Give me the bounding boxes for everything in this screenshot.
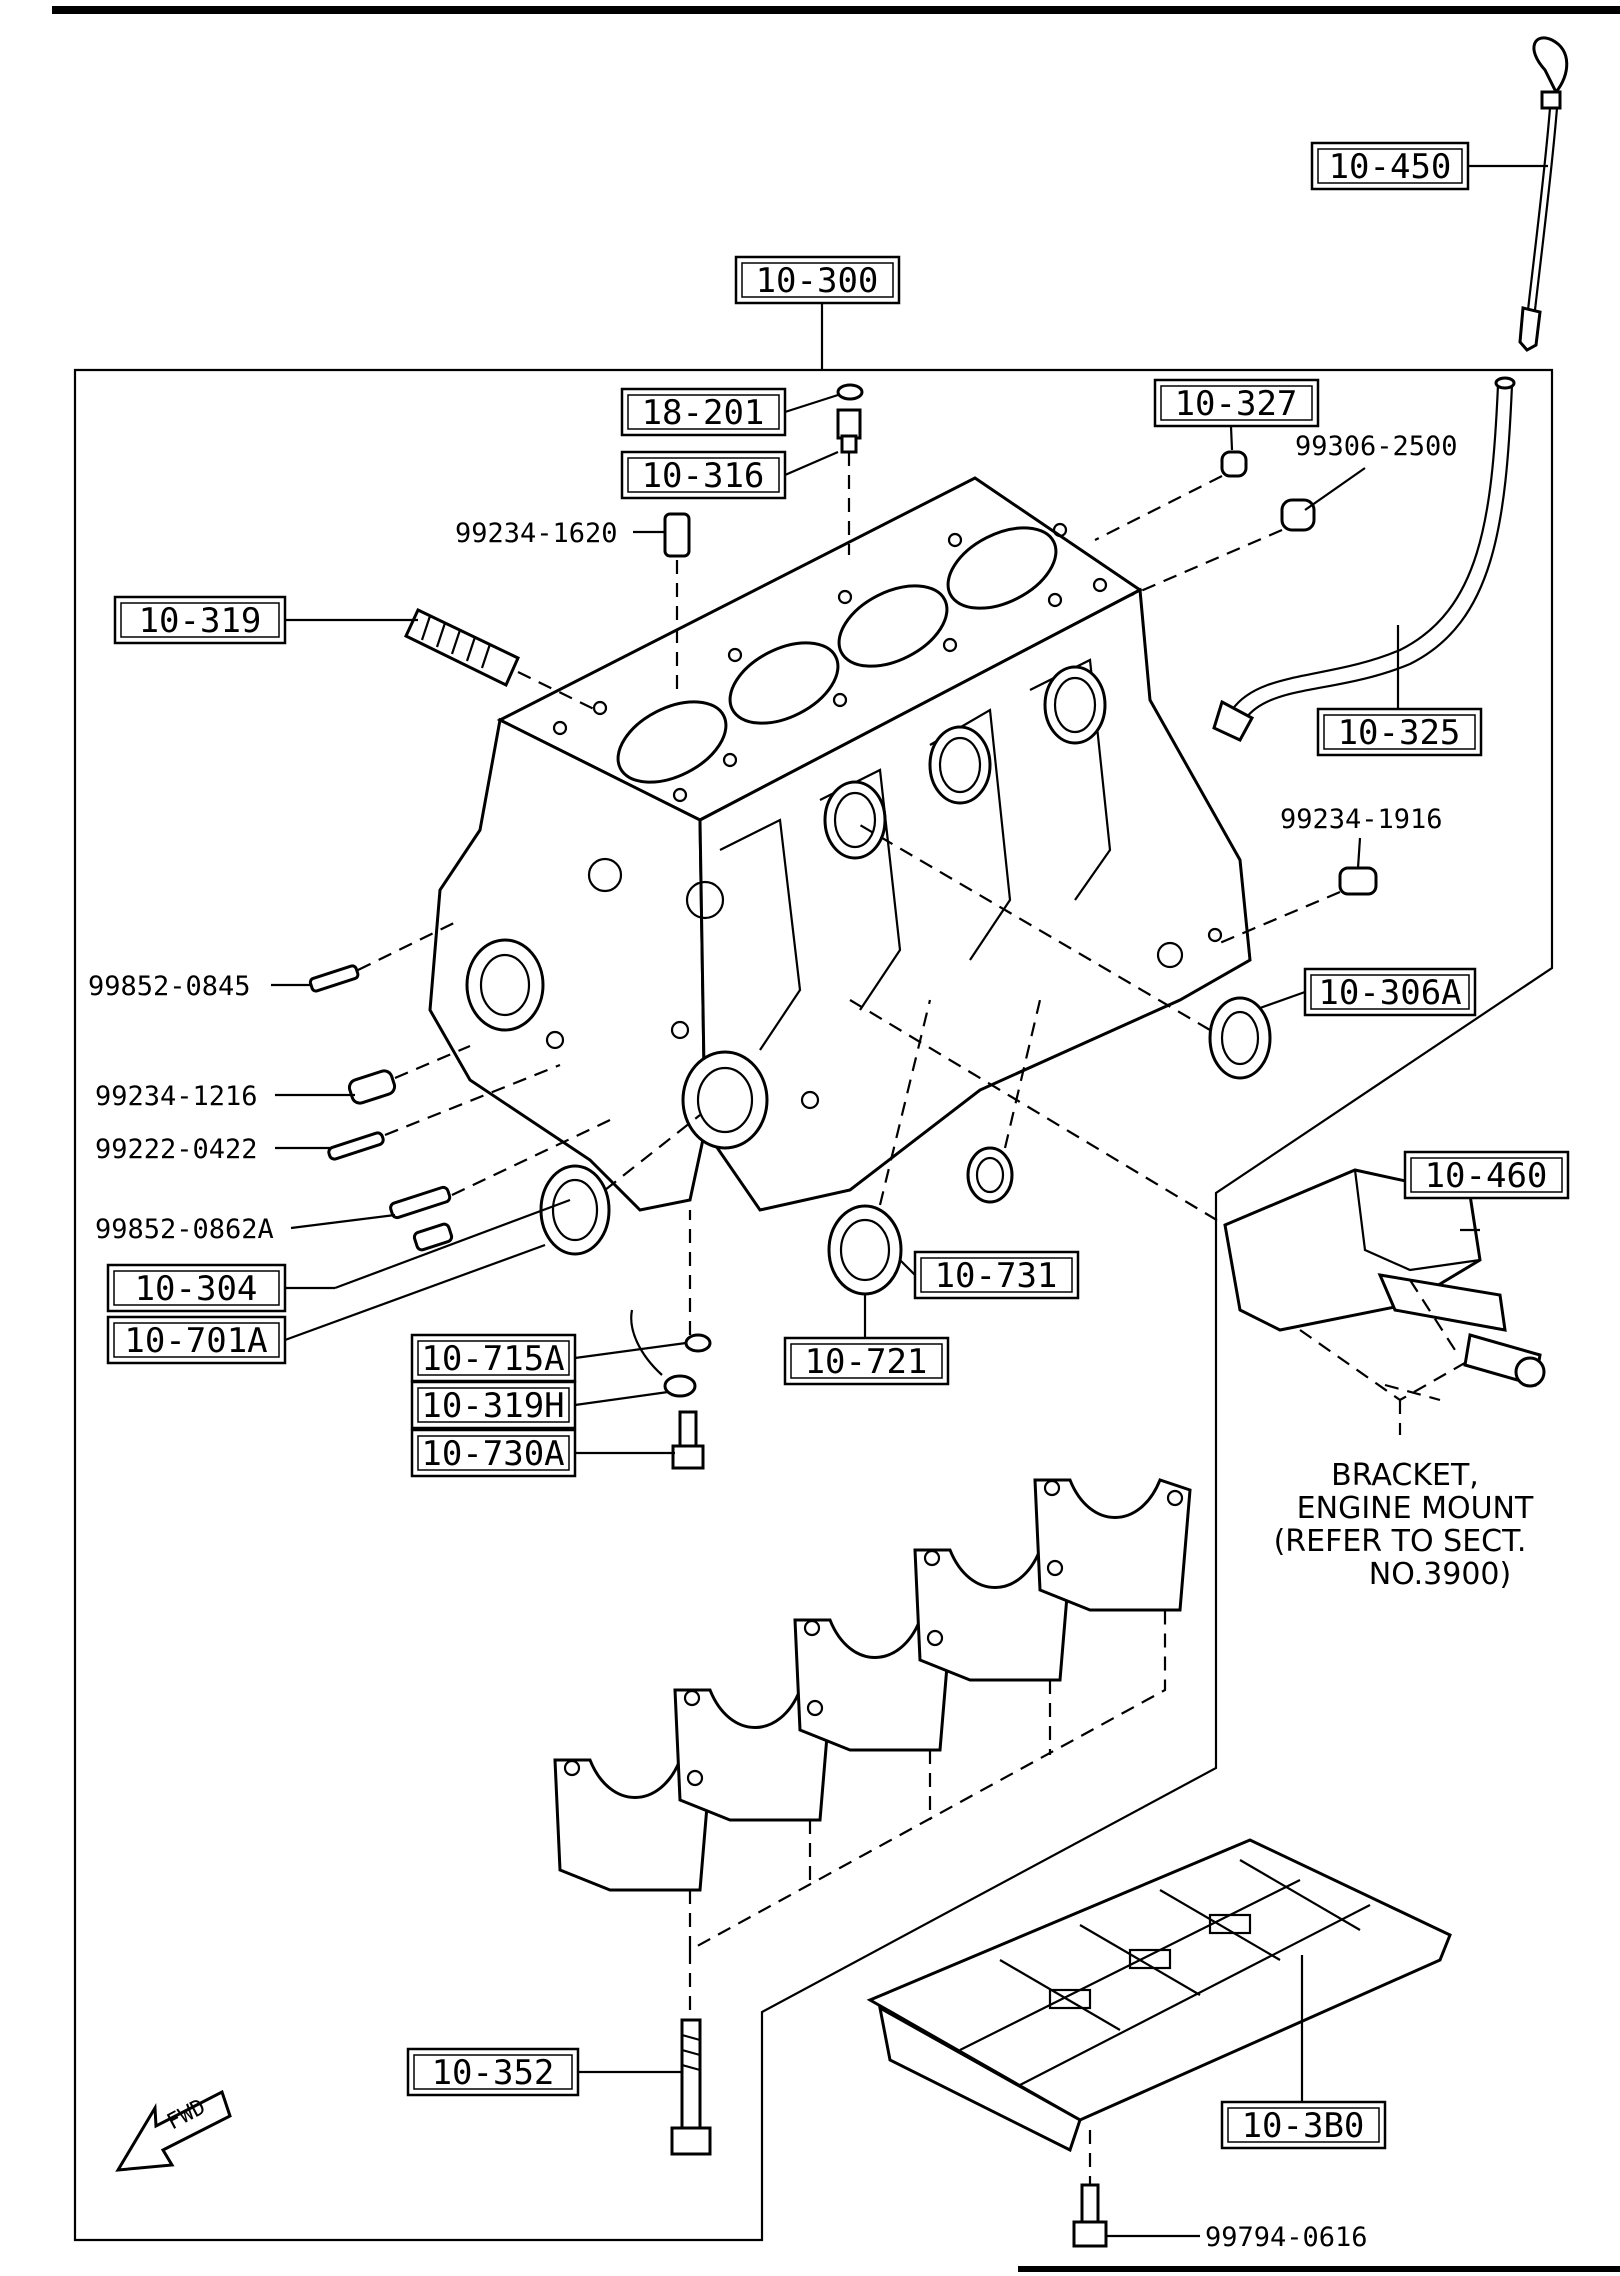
callout-10-352[interactable]: 10-352 (406, 2047, 580, 2097)
callout-10-316[interactable]: 10-316 (620, 450, 787, 500)
callout-label: 10-306A (1318, 973, 1461, 1013)
plug-10-327 (1220, 450, 1248, 478)
part-number-99234-1620: 99234-1620 (455, 518, 618, 549)
part-number-99234-1216: 99234-1216 (95, 1081, 258, 1112)
cylinder-block (428, 476, 1252, 1212)
callout-10-304[interactable]: 10-304 (106, 1263, 287, 1313)
oil-seal-10-306A (1208, 996, 1272, 1080)
callout-10-701A[interactable]: 10-701A (106, 1315, 287, 1365)
stud-10-319 (404, 607, 520, 688)
callout-label: 10-730A (421, 1434, 564, 1474)
callout-10-731[interactable]: 10-731 (913, 1250, 1080, 1300)
plug-99306-2500 (1280, 498, 1316, 532)
part-number-99222-0422: 99222-0422 (95, 1134, 258, 1165)
main-bearing-caps (553, 1478, 1192, 1892)
callout-10-715A[interactable]: 10-715A (410, 1333, 577, 1383)
callout-label: 10-352 (432, 2053, 555, 2093)
callout-label: 10-327 (1175, 384, 1298, 424)
callout-10-460[interactable]: 10-460 (1403, 1150, 1570, 1200)
assembly-outline (73, 368, 1554, 2242)
callout-10-325[interactable]: 10-325 (1316, 707, 1483, 757)
callout-10-450[interactable]: 10-450 (1310, 141, 1470, 191)
part-number-99852-0862A: 99852-0862A (95, 1214, 274, 1245)
callout-label: 10-300 (756, 261, 879, 301)
callout-10-3B0[interactable]: 10-3B0 (1220, 2100, 1387, 2150)
fitting-10-316 (836, 408, 862, 454)
callout-18-201[interactable]: 18-201 (620, 387, 787, 437)
callout-10-327[interactable]: 10-327 (1153, 378, 1320, 428)
callout-label: 10-450 (1329, 147, 1452, 187)
oil-jet-assembly (630, 1309, 712, 1470)
callout-label: 10-319 (139, 601, 262, 641)
callout-label: 10-304 (135, 1269, 258, 1309)
callout-10-319H[interactable]: 10-319H (410, 1380, 577, 1430)
callout-10-730A[interactable]: 10-730A (410, 1428, 577, 1478)
callout-label: 10-3B0 (1242, 2106, 1365, 2146)
callout-10-300[interactable]: 10-300 (734, 255, 901, 305)
callout-10-306A[interactable]: 10-306A (1303, 967, 1477, 1017)
note-line-4: NO.3900) (1369, 1557, 1511, 1592)
part-number-99306-2500: 99306-2500 (1295, 431, 1458, 462)
callout-label: 18-201 (642, 393, 765, 433)
callout-label: 10-325 (1338, 713, 1461, 753)
callout-label: 10-316 (642, 456, 765, 496)
part-number-99234-1916: 99234-1916 (1280, 804, 1443, 835)
bearing-10-731 (966, 1146, 1014, 1204)
note-line-3: (REFER TO SECT. (1274, 1524, 1527, 1559)
fwd-arrow: FWD (115, 2089, 232, 2172)
oil-pan-baffle (866, 1838, 1452, 2153)
bolt-99794-0616 (1072, 2130, 1108, 2248)
dipstick (1518, 36, 1569, 352)
dipstick-tube (1212, 376, 1516, 742)
dowel-99234-1620 (663, 512, 691, 558)
bracket-note: BRACKET, ENGINE MOUNT (REFER TO SECT. NO… (1274, 1458, 1534, 1592)
note-line-1: BRACKET, (1331, 1458, 1479, 1493)
callout-label: 10-731 (935, 1256, 1058, 1296)
stud-99852-0845 (308, 964, 360, 993)
engine-mount-bracket (1223, 1168, 1546, 1388)
dowel-99234-1916 (1338, 866, 1378, 896)
callout-label: 10-721 (805, 1342, 928, 1382)
bottom-rule (1018, 2266, 1620, 2272)
bolt-10-352 (670, 2018, 712, 2156)
callout-10-319[interactable]: 10-319 (113, 595, 287, 645)
callout-label: 10-460 (1425, 1156, 1548, 1196)
callout-10-721[interactable]: 10-721 (783, 1336, 950, 1386)
part-number-99852-0845: 99852-0845 (88, 971, 251, 1002)
part-number-99794-0616: 99794-0616 (1205, 2222, 1368, 2253)
pin-99222-0422 (327, 1131, 385, 1161)
top-rule (52, 6, 1620, 14)
note-line-2: ENGINE MOUNT (1297, 1491, 1534, 1526)
callout-label: 10-715A (421, 1339, 564, 1379)
dowel-99234-1216 (347, 1069, 397, 1105)
bearing-10-701A (539, 1164, 611, 1256)
callout-label: 10-319H (421, 1386, 564, 1426)
callout-label: 10-701A (124, 1321, 267, 1361)
stud-99852-0862A (389, 1185, 452, 1220)
washer-18-201 (836, 383, 864, 401)
bearing-10-721 (827, 1204, 903, 1296)
